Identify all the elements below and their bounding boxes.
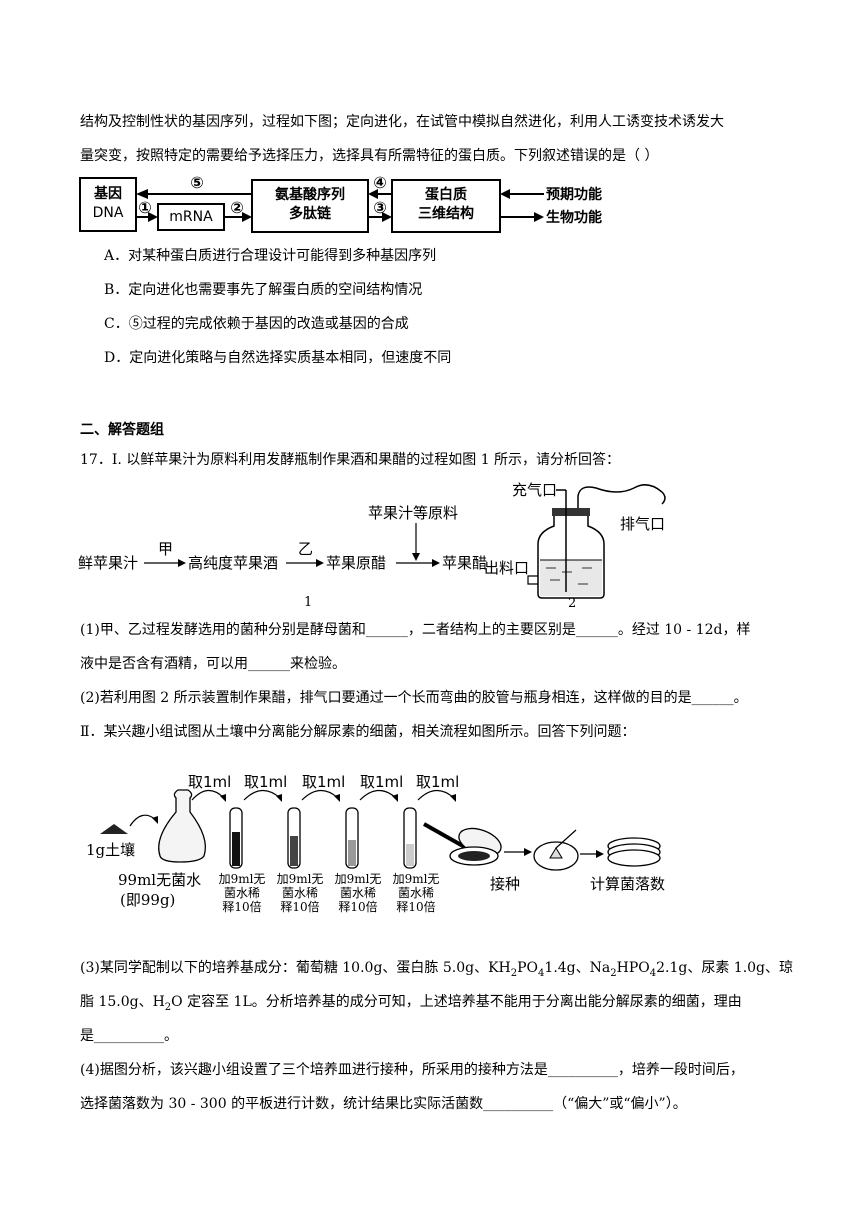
- q17-intro: 17．I. 以鲜苹果汁为原料利用发酵瓶制作果酒和果醋的过程如图 1 所示，请分析…: [80, 452, 621, 468]
- aa-box-label2: 多肽链: [289, 206, 331, 222]
- figure3-dilution: 取1ml 取1ml 取1ml 取1ml 取1ml 1g土壤 99ml无菌水 (即…: [80, 768, 720, 928]
- inlet-label: 充气口: [512, 481, 558, 499]
- q17-p4-line2: 选择菌落数为 30 - 300 的平板进行计数，统计结果比实际活菌数______…: [80, 1096, 687, 1112]
- q16-option-a: A．对某种蛋白质进行合理设计可能得到多种基因序列: [104, 248, 437, 264]
- sterile-water-weight: (即99g): [120, 891, 176, 909]
- expected-function-label: 预期功能: [546, 187, 602, 203]
- gene-box-label2: DNA: [92, 205, 124, 221]
- figure2-number: 2: [568, 596, 577, 611]
- take-label-3: 取1ml: [302, 773, 346, 791]
- take-label-4: 取1ml: [360, 773, 404, 791]
- q17-p3-line3: 是__________。: [80, 1028, 178, 1044]
- soil-label: 1g土壤: [86, 841, 136, 859]
- take-label-1: 取1ml: [188, 773, 232, 791]
- step1-label: ①: [138, 198, 152, 217]
- take-label-2: 取1ml: [244, 773, 288, 791]
- q17-p1-line2: 液中是否含有酒精，可以用______来检验。: [80, 656, 346, 672]
- q16-option-d: D．定向进化策略与自然选择实质基本相同，但速度不同: [104, 350, 452, 366]
- dilute-label-4: 加9ml无菌水稀释10倍: [392, 872, 440, 914]
- q16-flow-diagram: 基因 DNA mRNA 氨基酸序列 多肽链 蛋白质 三维结构 ⑤ ① ② ④ ③…: [78, 173, 638, 236]
- dilute-label-3: 加9ml无菌水稀释10倍: [334, 872, 382, 914]
- exhaust-label: 排气口: [620, 515, 666, 533]
- q17-p1-line1: (1)甲、乙过程发酵选用的菌种分别是酵母菌和______，二者结构上的主要区别是…: [80, 622, 751, 638]
- aa-box-label1: 氨基酸序列: [275, 187, 345, 203]
- dilute-label-2: 加9ml无菌水稀释10倍: [276, 872, 324, 914]
- dilute-label-1: 加9ml无菌水稀释10倍: [218, 872, 266, 914]
- raw-material-label: 苹果汁等原料: [368, 504, 459, 522]
- q16-text-line1: 结构及控制性状的基因序列，过程如下图；定向进化，在试管中模拟自然进化，利用人工诱…: [80, 114, 724, 130]
- q16-text-line2: 量突变，按照特定的需要给予选择压力，选择具有所需特征的蛋白质。下列叙述错误的是（…: [80, 148, 659, 164]
- step4-label: ④: [373, 173, 387, 192]
- figure1-flow: 鲜苹果汁 甲 高纯度苹果酒 乙 苹果原醋 苹果汁等原料 苹果醋 1: [78, 495, 498, 615]
- raw-vinegar-label: 苹果原醋: [326, 554, 387, 572]
- q16-option-c: C．⑤过程的完成依赖于基因的改造或基因的合成: [104, 316, 409, 332]
- fresh-juice-label: 鲜苹果汁: [78, 554, 139, 572]
- protein-box-label1: 蛋白质: [425, 187, 467, 203]
- section-title: 二、解答题组: [80, 422, 164, 438]
- step2-label: ②: [230, 198, 244, 217]
- q17-p3-line2: 脂 15.0g、H2O 定容至 1L。分析培养基的成分可知，上述培养基不能用于分…: [80, 994, 742, 1013]
- q17-p2: (2)若利用图 2 所示装置制作果醋，排气口要通过一个长而弯曲的胶管与瓶身相连，…: [80, 690, 748, 706]
- wine-label: 高纯度苹果酒: [188, 554, 279, 572]
- q16-option-b: B．定向进化也需要事先了解蛋白质的空间结构情况: [104, 282, 423, 298]
- inoculate-label: 接种: [490, 875, 521, 893]
- mrna-box-label: mRNA: [169, 209, 213, 225]
- process-yi-label: 乙: [298, 540, 314, 558]
- step3-label: ③: [373, 198, 387, 217]
- figure2-bottle: 充气口 排气口 出料口 2: [484, 476, 688, 614]
- vinegar-label: 苹果醋: [442, 554, 488, 572]
- outlet-label: 出料口: [484, 559, 530, 577]
- take-label-5: 取1ml: [416, 773, 460, 791]
- q17-part2: Ⅱ．某兴趣小组试图从土壤中分离能分解尿素的细菌，相关流程如图所示。回答下列问题：: [80, 724, 636, 740]
- sterile-water-label: 99ml无菌水: [118, 871, 202, 889]
- protein-box-label2: 三维结构: [418, 206, 474, 222]
- q17-p3-line1: (3)某同学配制以下的培养基成分：葡萄糖 10.0g、蛋白胨 5.0g、KH2P…: [80, 960, 794, 979]
- figure1-number: 1: [304, 595, 313, 610]
- step5-label: ⑤: [190, 173, 204, 192]
- bio-function-label: 生物功能: [546, 210, 602, 226]
- gene-box-label1: 基因: [94, 186, 122, 202]
- process-jia-label: 甲: [158, 540, 174, 558]
- count-colonies-label: 计算菌落数: [590, 875, 666, 893]
- q17-p4-line1: (4)据图分析，该兴趣小组设置了三个培养皿进行接种，所采用的接种方法是_____…: [80, 1062, 744, 1078]
